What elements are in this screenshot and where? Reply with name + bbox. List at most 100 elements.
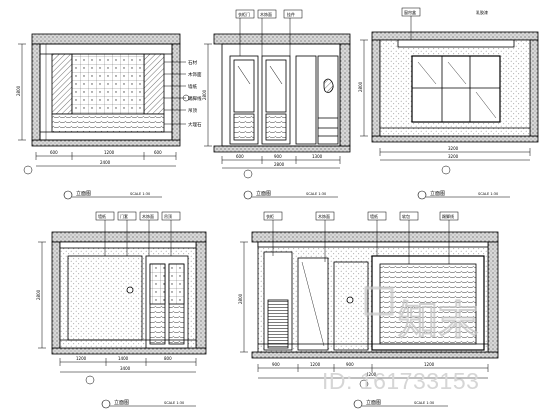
wall-panel — [67, 255, 143, 341]
panel-b-height: 2800 — [202, 89, 207, 100]
panel-e-note-5: 踢脚线 — [442, 213, 454, 219]
panel-e-title-block: 立面图 SCALE 1:30 — [353, 399, 448, 409]
panel-a-caption: 立面图 — [76, 190, 91, 197]
wall-panel — [333, 261, 369, 351]
back-wall — [221, 43, 341, 147]
ceiling-section — [213, 33, 351, 45]
lattice-panel-right — [143, 53, 165, 115]
feature-wall-tiles — [71, 53, 145, 115]
panel-c-width: 3200 — [448, 154, 459, 159]
floor-section — [213, 145, 351, 153]
panel-d-note-3: 木饰面 — [142, 213, 154, 219]
section-marker — [359, 379, 369, 389]
panel-c-annotations — [360, 7, 531, 175]
elevation-panel-d — [51, 231, 207, 355]
panel-b-annotations — [204, 9, 341, 179]
lattice-panel-left — [51, 53, 73, 115]
wardrobe-mirror-left — [233, 59, 255, 113]
panel-a-note-4: 踢脚线 — [188, 95, 202, 102]
panel-a-height: 2800 — [16, 85, 21, 96]
panel-e-annotations — [240, 211, 489, 389]
wall-right-section — [171, 43, 181, 141]
panel-c-dim-1: 3200 — [448, 146, 459, 151]
panel-e-width: 4200 — [366, 372, 377, 377]
section-marker — [182, 94, 190, 102]
panel-c-caption: 立面图 — [430, 190, 445, 197]
back-wall — [39, 43, 173, 141]
panel-a-dim-2: 1200 — [104, 150, 115, 155]
panel-b-dim-2: 900 — [274, 154, 282, 159]
panel-d-note-2: 门套 — [120, 213, 128, 219]
wall-left-section — [371, 39, 381, 137]
panel-d-caption: 立面图 — [114, 399, 129, 406]
ceiling-section — [371, 31, 539, 41]
panel-b-dim-1: 600 — [236, 154, 244, 159]
panel-a-title-block: 立面图 SCALE 1:30 — [63, 190, 162, 200]
panel-e-dim-4: 1200 — [424, 362, 435, 367]
ceiling-section — [51, 231, 207, 243]
panel-a-annotations — [18, 43, 190, 175]
panel-a-width: 2400 — [100, 160, 111, 165]
wardrobe-grain-left — [233, 113, 255, 141]
floor-section — [371, 135, 539, 143]
curtain-box — [397, 39, 515, 48]
floor-section — [51, 347, 207, 355]
feature-wall-grain — [379, 263, 477, 345]
panel-b-title-block: 立面图 SCALE 1:30 — [243, 190, 338, 200]
leader-lines — [164, 61, 186, 125]
wardrobe-door-mid — [261, 55, 291, 145]
watermark-logo: 知末 — [364, 286, 479, 345]
floor-section — [31, 139, 181, 147]
panel-c-title-block: 立面图 SCALE 1:30 — [417, 190, 510, 200]
panel-d-note-1: 墙纸 — [98, 213, 106, 219]
section-marker — [441, 165, 451, 175]
section-marker — [23, 165, 33, 175]
panel-d-width: 3400 — [120, 366, 131, 371]
ceiling-section — [251, 231, 499, 243]
side-panel — [295, 55, 317, 145]
panel-a-dim-3: 600 — [154, 150, 162, 155]
section-marker — [243, 169, 253, 179]
window-frame — [411, 55, 501, 123]
panel-e-note-4: 软包 — [402, 213, 410, 219]
panel-a-note-6: 大理石 — [188, 121, 202, 128]
wall-left-section — [51, 241, 61, 349]
wardrobe-grain-mid — [265, 113, 287, 141]
cabinet-base — [51, 113, 165, 133]
shelf-unit — [317, 55, 339, 145]
panel-e-note-2: 木饰面 — [318, 213, 330, 219]
panel-a-note-5: 吊顶 — [188, 108, 197, 114]
watermark-logo-text: 知末 — [398, 298, 478, 344]
panel-c-height: 2800 — [358, 81, 363, 92]
panel-d-height: 2800 — [36, 289, 41, 300]
panel-b-caption: 立面图 — [256, 190, 271, 197]
panel-b-scale: SCALE 1:30 — [306, 192, 326, 196]
panel-b-dim-3: 1300 — [312, 154, 323, 159]
panel-e-note-3: 墙纸 — [370, 213, 378, 219]
panel-a-dim-1: 600 — [50, 150, 58, 155]
panel-d-note-4: 吊顶 — [164, 214, 172, 219]
panel-c-scale: SCALE 1:30 — [478, 192, 498, 196]
wall-light — [346, 296, 354, 304]
panel-b-note-1: 衣柜门 — [238, 11, 250, 17]
panel-b-note-3: 挂件 — [287, 11, 295, 17]
elevation-panel-a — [31, 33, 181, 147]
ceiling-band — [59, 241, 197, 249]
section-marker — [85, 375, 95, 385]
panel-d-dim-2: 1400 — [118, 356, 129, 361]
panel-d-dim-1: 1200 — [76, 356, 87, 361]
panel-e-caption: 立面图 — [366, 399, 381, 406]
wardrobe-shelves — [267, 299, 289, 349]
panel-e-height: 2800 — [238, 293, 243, 304]
wall-right-section — [487, 241, 499, 353]
panel-e-note-1: 衣柜 — [266, 213, 274, 219]
panel-e-scale: SCALE 1:30 — [414, 401, 434, 405]
wall-left-section — [31, 43, 41, 141]
elevation-panel-c — [371, 31, 539, 143]
panel-d-title-block: 立面图 SCALE 1:30 — [101, 399, 196, 409]
panel-d-dim-3: 800 — [164, 356, 172, 361]
floor-section — [251, 351, 499, 359]
panel-e-dim-1: 900 — [272, 362, 280, 367]
ceiling-section — [31, 33, 181, 45]
